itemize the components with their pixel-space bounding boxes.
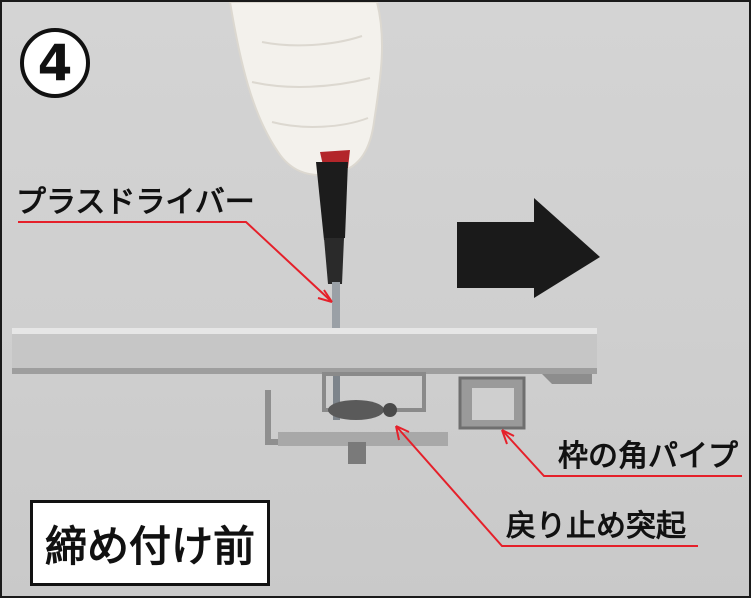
clamp-bracket xyxy=(265,372,448,464)
leader-arrowhead-pipe xyxy=(501,429,515,445)
leader-line-stopper xyxy=(395,425,698,547)
status-box: 締め付け前 xyxy=(30,500,270,586)
gloved-hand xyxy=(228,2,383,176)
leader-arrowhead-screwdriver xyxy=(317,289,333,303)
leader-arrowhead-stopper xyxy=(395,425,410,441)
leader-line-pipe xyxy=(501,429,742,477)
arrow-right-icon xyxy=(457,198,600,298)
label-screwdriver: プラスドライバー xyxy=(16,185,255,220)
status-text: 締め付け前 xyxy=(44,521,255,571)
frame-bar xyxy=(12,328,597,384)
step-number-badge: 4 xyxy=(20,28,90,98)
label-frame-pipe: 枠の角パイプ xyxy=(558,439,738,474)
leader-lines xyxy=(18,221,742,547)
frame-square-pipe xyxy=(458,376,526,430)
leader-line-screwdriver xyxy=(18,221,333,303)
label-stopper: 戻り止め突起 xyxy=(506,509,686,544)
screwdriver xyxy=(316,150,350,420)
